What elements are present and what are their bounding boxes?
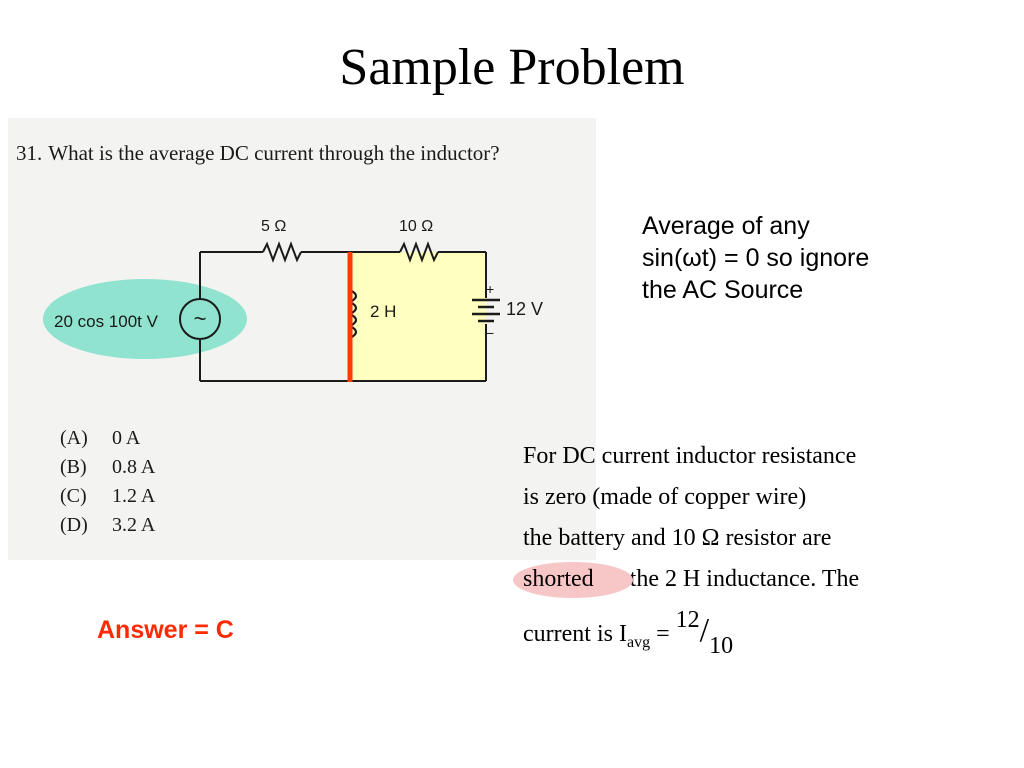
average-note: Average of any sin(ωt) = 0 so ignore the… [642,212,870,304]
circuit-diagram: ~ 5 Ω 10 Ω 2 H 12 V + − 20 cos 100t V [43,218,543,382]
dc-explanation: For DC current inductor resistance is ze… [513,436,1023,667]
question-text: 31.What is the average DC current throug… [16,140,591,166]
slide-title: Sample Problem [339,39,685,96]
shorted-region [348,252,486,381]
ac-wave-glyph: ~ [194,306,207,331]
question-number: 31. [16,141,43,165]
ac-source-label: 20 cos 100t V [54,312,159,331]
choice-c: (C)1.2 A [60,485,156,507]
inductor-label: 2 H [370,302,396,321]
resistor-10-label: 10 Ω [399,218,433,235]
choice-a: (A)0 A [60,427,141,449]
battery-minus: − [486,325,494,341]
choice-b: (B)0.8 A [60,456,156,478]
shorted-highlight: shorted [513,559,633,600]
battery-label: 12 V [506,299,543,319]
ac-source-symbol [179,298,221,340]
answer-choices: (A)0 A (B)0.8 A (C)1.2 A (D)3.2 A [60,424,155,540]
current-formula: current is Iavg = 12/10 [523,607,734,659]
battery-plus: + [486,281,494,297]
choice-d: (D)3.2 A [60,514,156,536]
scanned-problem: 31.What is the average DC current throug… [8,118,596,560]
answer-label: Answer = C [97,616,234,644]
resistor-5-label: 5 Ω [261,218,286,235]
question-body: What is the average DC current through t… [48,141,500,165]
